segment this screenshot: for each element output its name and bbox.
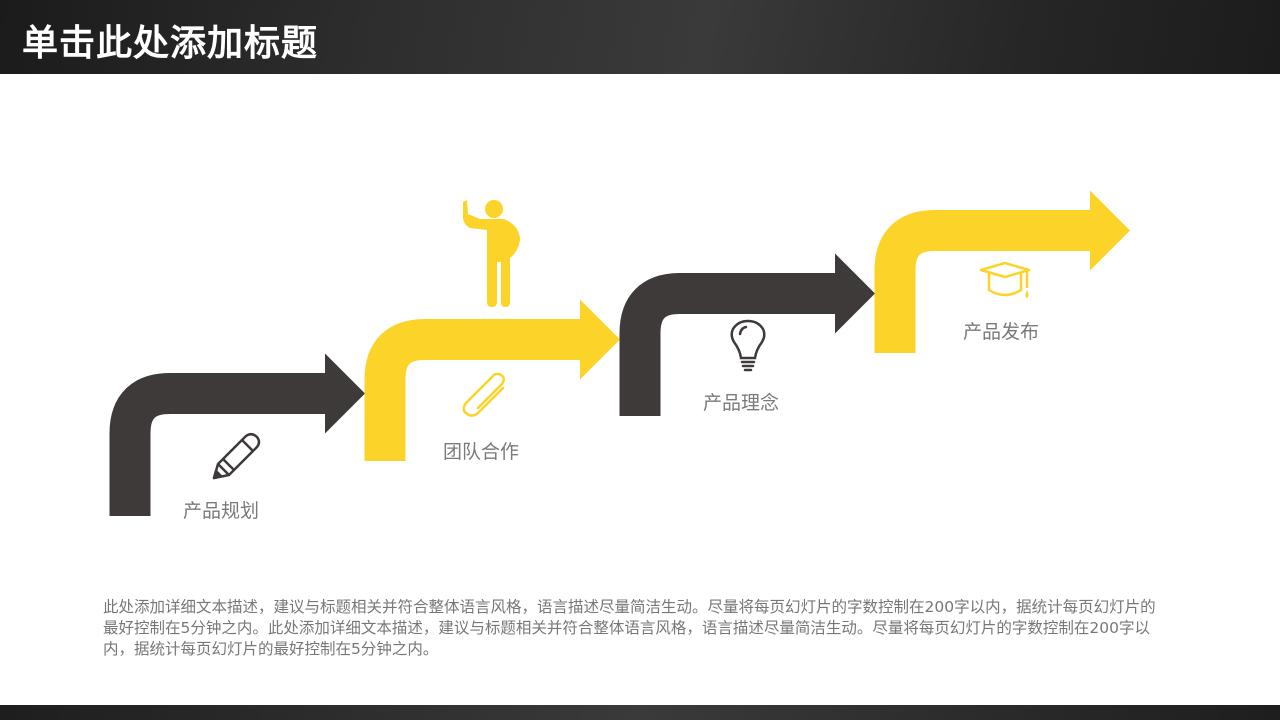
- step-label-1: 产品规划: [183, 500, 260, 522]
- description-text[interactable]: 此处添加详细文本描述，建议与标题相关并符合整体语言风格，语言描述尽量简洁生动。尽…: [103, 598, 1156, 658]
- graduation-cap-icon: [979, 261, 1031, 298]
- arrow-shaft-1: [109, 373, 327, 516]
- lightbulb-icon: [730, 319, 766, 372]
- arrow-head-1: [325, 353, 365, 434]
- arrow-shaft-3: [619, 273, 837, 416]
- step-label-2: 团队合作: [443, 441, 520, 463]
- arrow-head-4: [1090, 190, 1130, 271]
- arrow-shaft-4: [874, 210, 1092, 353]
- step-label-3: 产品理念: [703, 392, 780, 414]
- page-title[interactable]: 单击此处添加标题: [22, 23, 319, 64]
- title-bar: 单击此处添加标题: [0, 0, 1280, 74]
- arrow-head-3: [835, 253, 875, 334]
- arrow-shaft-2: [364, 319, 582, 461]
- arrow-head-2: [580, 299, 620, 380]
- person-icon: [462, 200, 520, 307]
- pencil-icon: [212, 433, 261, 480]
- paperclip-icon: [462, 372, 505, 417]
- bottom-bar: [0, 705, 1280, 720]
- step-label-4: 产品发布: [963, 321, 1040, 343]
